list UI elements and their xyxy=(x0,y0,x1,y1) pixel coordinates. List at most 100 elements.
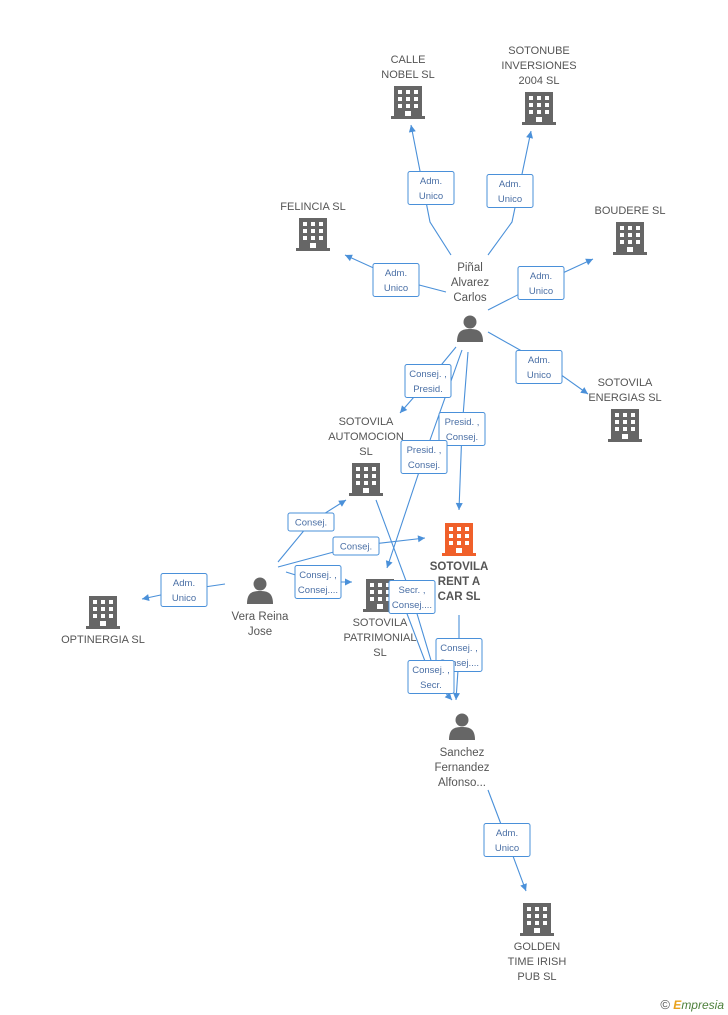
badge-label-line: Adm. xyxy=(496,828,518,839)
badge-label-line: Secr. xyxy=(420,680,442,691)
node-label-line: 2004 SL xyxy=(519,75,560,87)
relation-badge-r8[interactable]: Presid. , Consej. xyxy=(400,440,448,474)
brand-initial: E xyxy=(673,998,682,1012)
node-label-line: SL xyxy=(373,647,386,659)
badge-box xyxy=(407,660,455,694)
person-node-sanchez[interactable]: SanchezFernandezAlfonso... xyxy=(435,713,490,790)
node-label-line: OPTINERGIA SL xyxy=(61,634,145,646)
edge-arrowhead xyxy=(400,405,408,413)
node-label-line: Fernandez xyxy=(435,762,490,774)
company-node-felincia[interactable]: FELINCIA SL xyxy=(280,201,346,251)
relation-badge-r3[interactable]: Adm. Unico xyxy=(372,263,420,297)
badge-label-line: Unico xyxy=(172,593,196,604)
node-label-line: SL xyxy=(359,446,372,458)
building-icon xyxy=(608,409,642,442)
badge-box xyxy=(294,565,342,599)
node-label-line: INVERSIONES xyxy=(501,60,576,72)
edge-arrowhead xyxy=(345,578,352,586)
badge-label-line: Adm. xyxy=(530,271,552,282)
node-label-line: Alvarez xyxy=(451,277,490,289)
badge-label-line: Consej.... xyxy=(392,600,432,611)
badge-label-line: Consej. , xyxy=(409,369,447,380)
badge-box xyxy=(407,171,455,205)
edge-arrowhead xyxy=(142,594,150,601)
edge-arrowhead xyxy=(417,535,425,543)
edges-layer xyxy=(141,124,594,892)
node-label-line: TIME IRISH xyxy=(508,956,567,968)
badge-box xyxy=(438,412,486,446)
relation-badge-r15[interactable]: Consej. ,Secr. xyxy=(407,660,455,694)
relation-badge-r2[interactable]: Adm.Unico xyxy=(486,174,534,208)
badge-label-line: Adm. xyxy=(173,578,195,589)
empresia-logo[interactable]: © Empresia xyxy=(660,997,724,1012)
badge-box xyxy=(486,174,534,208)
badge-label-line: Adm. xyxy=(420,176,442,187)
node-label-line: PUB SL xyxy=(517,971,556,983)
relation-badge-r6[interactable]: Consej. ,Presid. xyxy=(404,364,452,398)
node-label-line: SOTOVILA xyxy=(339,416,394,428)
badge-label-line: Unico xyxy=(495,843,519,854)
edge-arrowhead xyxy=(338,500,346,507)
company-node-optinergia[interactable]: OPTINERGIA SL xyxy=(61,596,145,646)
badge-label-line: Consej. xyxy=(340,542,372,553)
node-label-line: RENT A xyxy=(438,576,480,588)
relation-badge-r11[interactable]: Consej. ,Consej.... xyxy=(294,565,342,599)
node-label-line: PATRIMONIAL xyxy=(344,632,417,644)
relation-badge-r13[interactable]: Secr. ,Consej.... xyxy=(388,580,436,614)
node-label-line: BOUDERE SL xyxy=(595,205,666,217)
relation-badge-r1[interactable]: Adm. Unico xyxy=(407,171,455,205)
badge-box xyxy=(404,364,452,398)
edge-arrowhead xyxy=(585,258,593,266)
badge-box xyxy=(483,823,531,857)
relation-badge-r16[interactable]: Adm. Unico xyxy=(483,823,531,857)
edge-arrowhead xyxy=(526,131,533,139)
relation-badge-r7[interactable]: Presid. ,Consej. xyxy=(438,412,486,446)
badge-label-line: Consej. xyxy=(295,518,327,529)
node-label-line: Jose xyxy=(248,626,272,638)
relation-badge-r4[interactable]: Adm. Unico xyxy=(517,266,565,300)
node-label-line: SOTOVILA xyxy=(430,561,489,573)
edge-arrowhead xyxy=(345,254,353,262)
badge-label-line: Unico xyxy=(527,370,551,381)
relation-badge-r9[interactable]: Consej. xyxy=(287,512,335,532)
badge-box xyxy=(287,512,335,532)
node-label-line: SOTONUBE xyxy=(508,45,570,57)
node-label-line: Alfonso... xyxy=(438,777,486,789)
badge-label-line: Consej. xyxy=(408,460,440,471)
badge-label-line: Unico xyxy=(384,283,408,294)
edge-arrowhead xyxy=(452,692,460,700)
relation-badge-r12[interactable]: Adm. Unico xyxy=(160,573,208,607)
badge-label-line: Adm. xyxy=(499,179,521,190)
relation-badge-r10[interactable]: Consej. xyxy=(332,536,380,556)
relation-badge-r5[interactable]: Adm. Unico xyxy=(515,350,563,384)
badge-label-line: Consej. , xyxy=(440,643,478,654)
badge-label-line: Adm. xyxy=(528,355,550,366)
badge-box xyxy=(515,350,563,384)
badge-box xyxy=(160,573,208,607)
building-icon xyxy=(520,903,554,936)
node-label-line: NOBEL SL xyxy=(381,69,434,81)
company-node-sotonube[interactable]: SOTONUBE INVERSIONES 2004 SL xyxy=(501,45,577,125)
person-icon xyxy=(247,577,273,604)
company-node-boudere[interactable]: BOUDERE SL xyxy=(595,205,666,255)
copyright-icon: © xyxy=(660,997,670,1012)
building-icon xyxy=(349,463,383,496)
badge-label-line: Presid. , xyxy=(407,445,442,456)
badge-label-line: Unico xyxy=(529,286,553,297)
building-icon xyxy=(296,218,330,251)
badge-box xyxy=(388,580,436,614)
badge-label-line: Unico xyxy=(419,191,443,202)
building-icon xyxy=(391,86,425,119)
badge-label-line: Adm. xyxy=(385,268,407,279)
badge-label-line: Consej. xyxy=(446,432,478,443)
badge-label-line: Consej. , xyxy=(299,570,337,581)
person-icon xyxy=(457,315,483,342)
